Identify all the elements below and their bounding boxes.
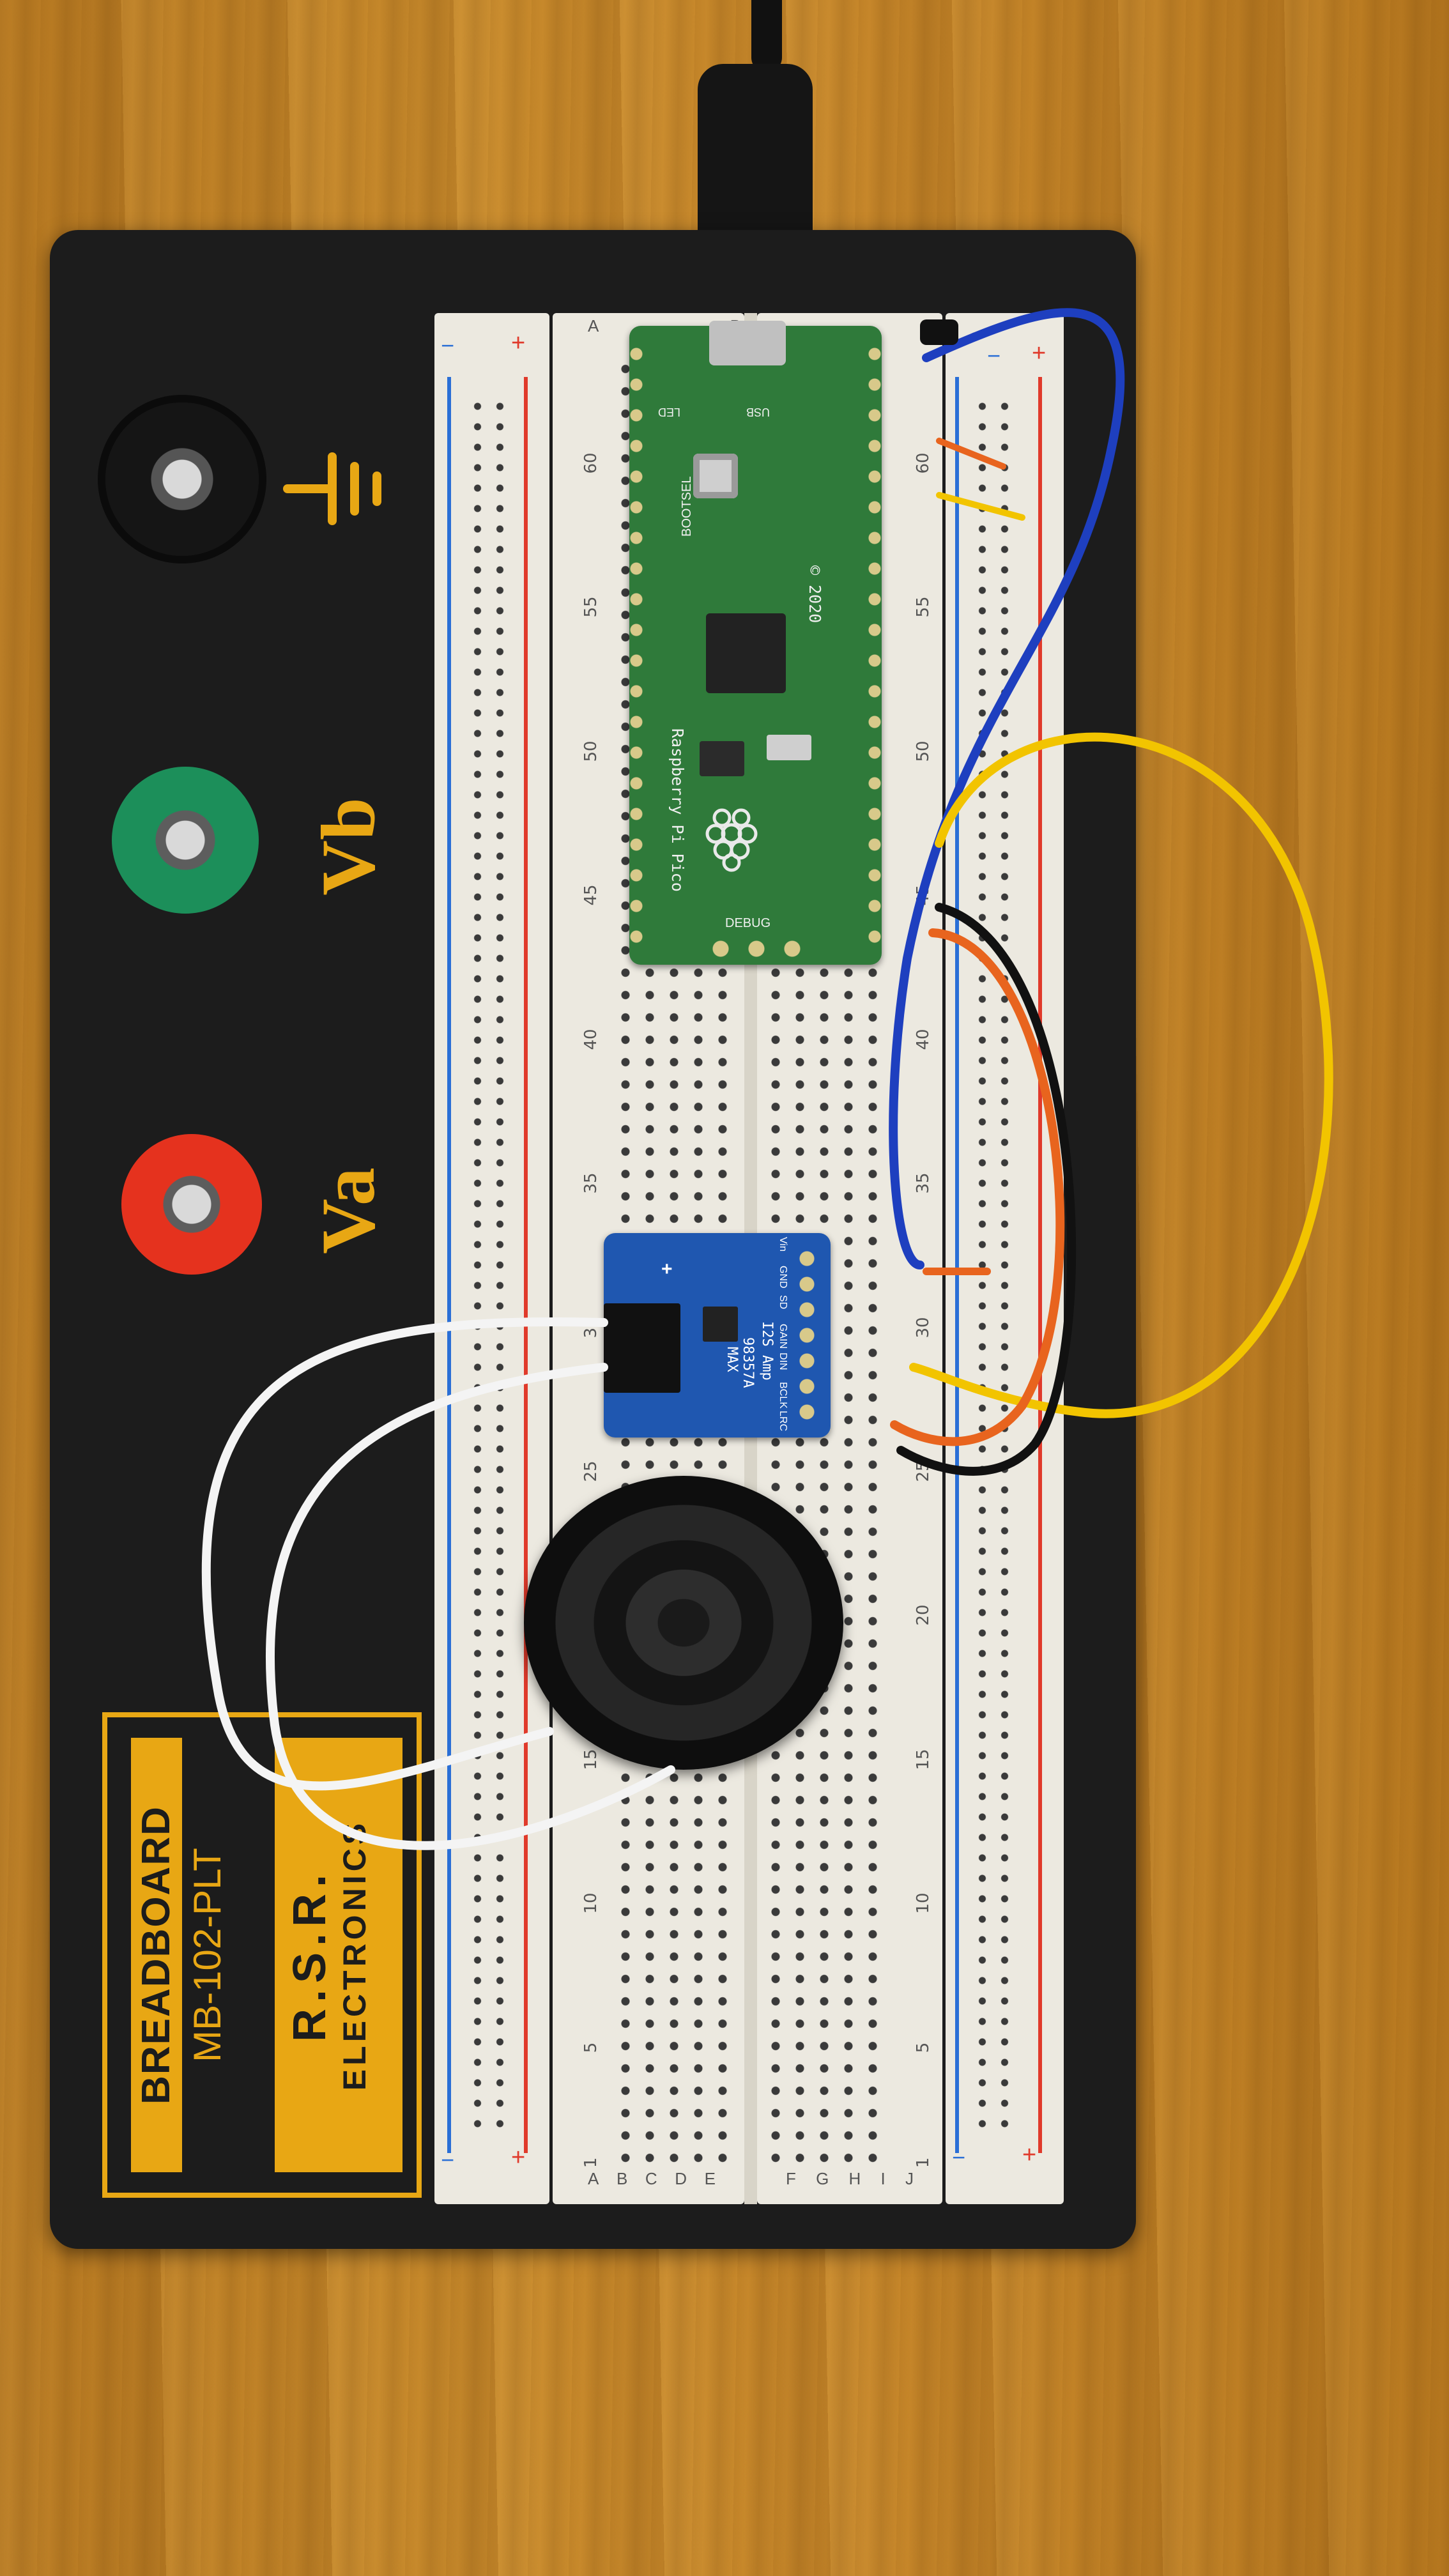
brand-frame: [102, 1712, 422, 2198]
row-letter: D: [675, 2169, 687, 2188]
row-letter: A: [588, 316, 599, 335]
ground-symbol: [283, 452, 381, 525]
pico-pins-right: [868, 339, 882, 952]
rail-minus-top-left: −: [441, 332, 455, 358]
raspberry-pi-pico: Raspberry Pi Pico © 2020 BOOTSEL USB LED…: [629, 321, 882, 965]
rail-plus-top-right: +: [1032, 340, 1046, 367]
amp-pin-header: [794, 1246, 820, 1425]
rail-plus-bottom-right: +: [1022, 2142, 1037, 2168]
maker-box: [275, 1738, 402, 2172]
white-wire-2: [265, 1363, 675, 1850]
pico-debug-pads: [703, 936, 811, 962]
va-binding-post[interactable]: [121, 1134, 262, 1275]
amp-chip: [703, 1307, 738, 1342]
row-letter: E: [704, 2169, 716, 2188]
pico-debug-label: DEBUG: [725, 916, 771, 930]
blue-wire: [889, 308, 1125, 1269]
pico-pins-left: [629, 339, 643, 952]
rail-plus-top-left: +: [511, 330, 526, 356]
row-letter: I: [880, 2169, 885, 2188]
row-letter: H: [848, 2169, 861, 2188]
rail-plus-bottom-left: +: [511, 2144, 526, 2171]
speaker: [524, 1476, 843, 1770]
raspberry-pi-logo-icon: [705, 808, 758, 872]
orange-wire-long: [890, 928, 1065, 1446]
yellow-wire: [909, 732, 1333, 1418]
amp-terminal-block[interactable]: [604, 1303, 680, 1393]
pico-usb-port[interactable]: [709, 321, 786, 365]
pico-bootsel-button[interactable]: [693, 454, 738, 498]
brand-label-block: BREADBOARD MB-102-PLT R.S.R. ELECTRONICS: [102, 1712, 422, 2198]
row-letters-bottom-lower: F G H I J: [786, 2169, 914, 2195]
white-wire-1: [201, 1317, 608, 1791]
black-wire-long: [896, 903, 1077, 1476]
row-letters-top-lower: A B C D E: [588, 2169, 716, 2195]
black-jumper-top: [920, 319, 958, 345]
pico-crystal: [767, 735, 811, 760]
row-letter: F: [786, 2169, 796, 2188]
amp-plus-label: +: [661, 1259, 673, 1280]
yellow-jumper-top: [936, 492, 1025, 521]
pico-rp2040-chip: [706, 613, 786, 693]
row-letter: A: [588, 2169, 599, 2188]
left-rail-red-line: [524, 377, 528, 2153]
row-letter: J: [905, 2169, 914, 2188]
ground-binding-post[interactable]: [105, 402, 259, 556]
left-rail-blue-line: [447, 377, 451, 2153]
row-letter: G: [816, 2169, 829, 2188]
orange-jumper-top: [936, 438, 1006, 470]
pico-flash-chip: [700, 741, 744, 776]
row-letter: C: [645, 2169, 657, 2188]
rail-minus-bottom-left: −: [441, 2147, 455, 2173]
rail-minus-bottom-right: −: [952, 2144, 966, 2170]
vb-binding-post[interactable]: [112, 767, 259, 914]
max98357a-amp-board: MAX 98357A I2S Amp LRC BCLK DIN GAIN SD …: [604, 1233, 831, 1438]
rail-minus-top-right: −: [987, 342, 1001, 369]
right-rail-red-line: [1038, 377, 1042, 2153]
right-rail-blue-line: [955, 377, 959, 2153]
row-letter: B: [616, 2169, 628, 2188]
